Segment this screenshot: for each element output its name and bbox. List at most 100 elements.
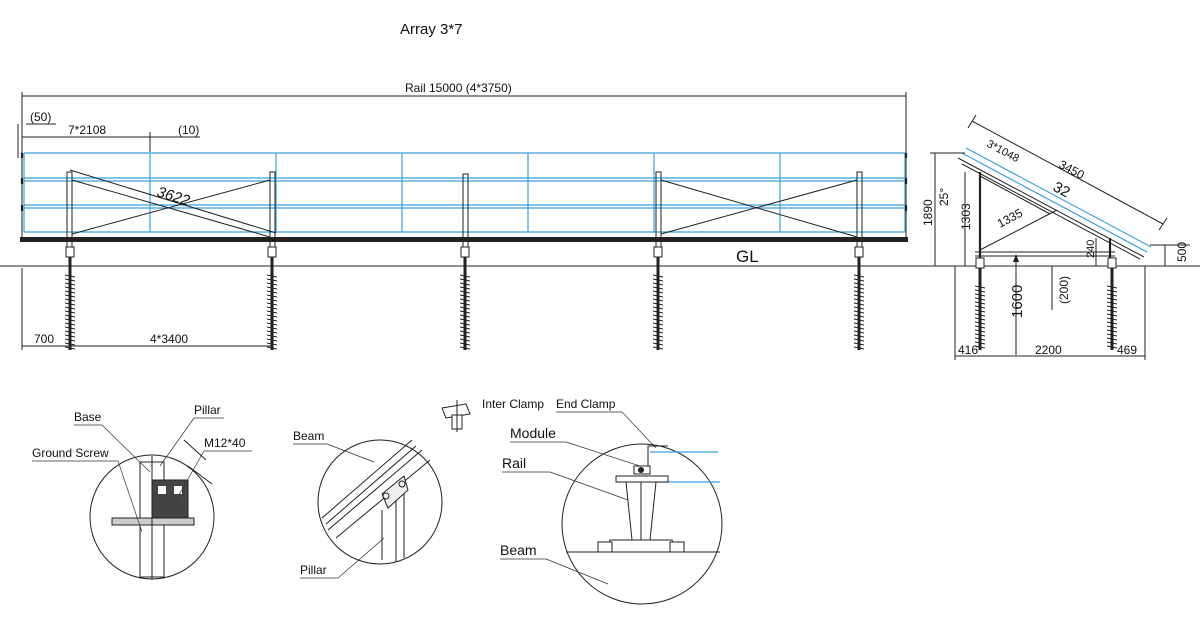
brace-dim-line bbox=[69, 169, 277, 234]
screw-thread bbox=[1106, 289, 1118, 293]
screw-head bbox=[267, 246, 277, 258]
screw-thread bbox=[853, 342, 865, 346]
screw-thread bbox=[1106, 317, 1118, 321]
tilt-angle-label: 25° bbox=[937, 188, 951, 206]
side-ground-screws bbox=[974, 257, 1118, 350]
screw-head bbox=[854, 246, 864, 258]
screw-thread bbox=[459, 342, 471, 346]
screw-thread bbox=[459, 338, 471, 342]
screw-thread bbox=[974, 305, 986, 309]
screw-thread bbox=[459, 346, 471, 350]
end-clamp-label: End Clamp bbox=[556, 397, 616, 411]
screw-thread bbox=[1106, 285, 1118, 289]
screw-thread bbox=[459, 278, 471, 282]
screw-thread bbox=[652, 286, 664, 290]
screw-thread bbox=[266, 282, 278, 286]
screw-thread bbox=[64, 278, 76, 282]
screw-thread bbox=[853, 314, 865, 318]
front-beam bbox=[20, 237, 908, 242]
screw-thread bbox=[853, 306, 865, 310]
screw-thread bbox=[266, 278, 278, 282]
screw-thread bbox=[266, 286, 278, 290]
screw-thread bbox=[459, 298, 471, 302]
front-ground-screws bbox=[64, 246, 865, 350]
screw-thread bbox=[974, 285, 986, 289]
screw-thread bbox=[64, 282, 76, 286]
side-diagonal-brace bbox=[979, 209, 1058, 251]
screw-head bbox=[1107, 257, 1117, 269]
screw-thread bbox=[459, 290, 471, 294]
side-post-spacing-label: 2200 bbox=[1035, 343, 1062, 357]
screw-thread bbox=[266, 274, 278, 278]
gap-label: (10) bbox=[178, 123, 199, 137]
screw-thread bbox=[974, 313, 986, 317]
screw-thread bbox=[1106, 345, 1118, 349]
screw-thread bbox=[652, 290, 664, 294]
inter-clamp-icon bbox=[441, 400, 471, 432]
screw-thread bbox=[459, 286, 471, 290]
pillar-label-base: Pillar bbox=[194, 403, 221, 417]
rear-offset-label: 416 bbox=[958, 343, 978, 357]
side-rail-dim-label: 3450 bbox=[1057, 157, 1087, 182]
screw-thread bbox=[652, 334, 664, 338]
screw-thread bbox=[459, 306, 471, 310]
detail-beam: Beam Pillar bbox=[293, 429, 443, 579]
screw-thread bbox=[1106, 313, 1118, 317]
detail-clamp: Inter Clamp End Clamp Module Rail Beam bbox=[441, 397, 723, 605]
screw-thread bbox=[652, 342, 664, 346]
side-view: 3450 3*1048 32 1335 1890 25° 1303 240 50… bbox=[921, 114, 1190, 360]
screw-thread bbox=[652, 330, 664, 334]
screw-thread bbox=[974, 301, 986, 305]
screw-thread bbox=[974, 293, 986, 297]
front-view: Rail 15000 (4*3750) (50) 7*2108 (10) bbox=[0, 81, 1200, 350]
screw-thread bbox=[853, 338, 865, 342]
screw-thread bbox=[266, 290, 278, 294]
edge-offset-label: 700 bbox=[34, 332, 54, 346]
overhang-label: (50) bbox=[30, 110, 51, 124]
screw-thread bbox=[853, 326, 865, 330]
screw-thread bbox=[1106, 297, 1118, 301]
side-module bbox=[957, 147, 1152, 260]
base-label: Base bbox=[74, 410, 102, 424]
screw-thread bbox=[974, 321, 986, 325]
screw-thread bbox=[853, 346, 865, 350]
screw-thread bbox=[652, 274, 664, 278]
screw-thread bbox=[652, 346, 664, 350]
screw-thread bbox=[853, 286, 865, 290]
beam-label-clamp: Beam bbox=[500, 542, 537, 558]
front-height-label: 240 bbox=[1085, 240, 1097, 258]
module-pitch-label: 7*2108 bbox=[68, 123, 106, 137]
module-grid bbox=[23, 152, 906, 233]
side-brace-label: 1335 bbox=[995, 206, 1025, 231]
beam-label-detail: Beam bbox=[293, 429, 324, 443]
screw-thread bbox=[974, 289, 986, 293]
detail-beam-circle bbox=[317, 439, 443, 565]
screw-thread bbox=[1106, 293, 1118, 297]
ground-screw-label: Ground Screw bbox=[32, 446, 109, 460]
screw-thread bbox=[64, 294, 76, 298]
screw-thread bbox=[459, 282, 471, 286]
rear-height-label: 1303 bbox=[959, 203, 973, 230]
screw-thread bbox=[652, 278, 664, 282]
screw-thread bbox=[64, 274, 76, 278]
screw-thread bbox=[853, 334, 865, 338]
post-spacing-label: 4*3400 bbox=[150, 332, 188, 346]
front-offset-label: 469 bbox=[1117, 343, 1137, 357]
screw-thread bbox=[459, 274, 471, 278]
front-bracing bbox=[71, 179, 858, 238]
screw-thread bbox=[459, 294, 471, 298]
screw-thread bbox=[974, 297, 986, 301]
screw-thread bbox=[64, 286, 76, 290]
screw-head bbox=[65, 246, 75, 258]
screw-thread bbox=[459, 334, 471, 338]
screw-thread bbox=[1106, 321, 1118, 325]
screw-thread bbox=[1106, 305, 1118, 309]
screw-thread bbox=[853, 302, 865, 306]
screw-thread bbox=[652, 294, 664, 298]
screw-thread bbox=[459, 322, 471, 326]
ground-level-label: GL bbox=[736, 247, 759, 266]
screw-thread bbox=[652, 282, 664, 286]
screw-thread bbox=[853, 282, 865, 286]
screw-thread bbox=[974, 333, 986, 337]
